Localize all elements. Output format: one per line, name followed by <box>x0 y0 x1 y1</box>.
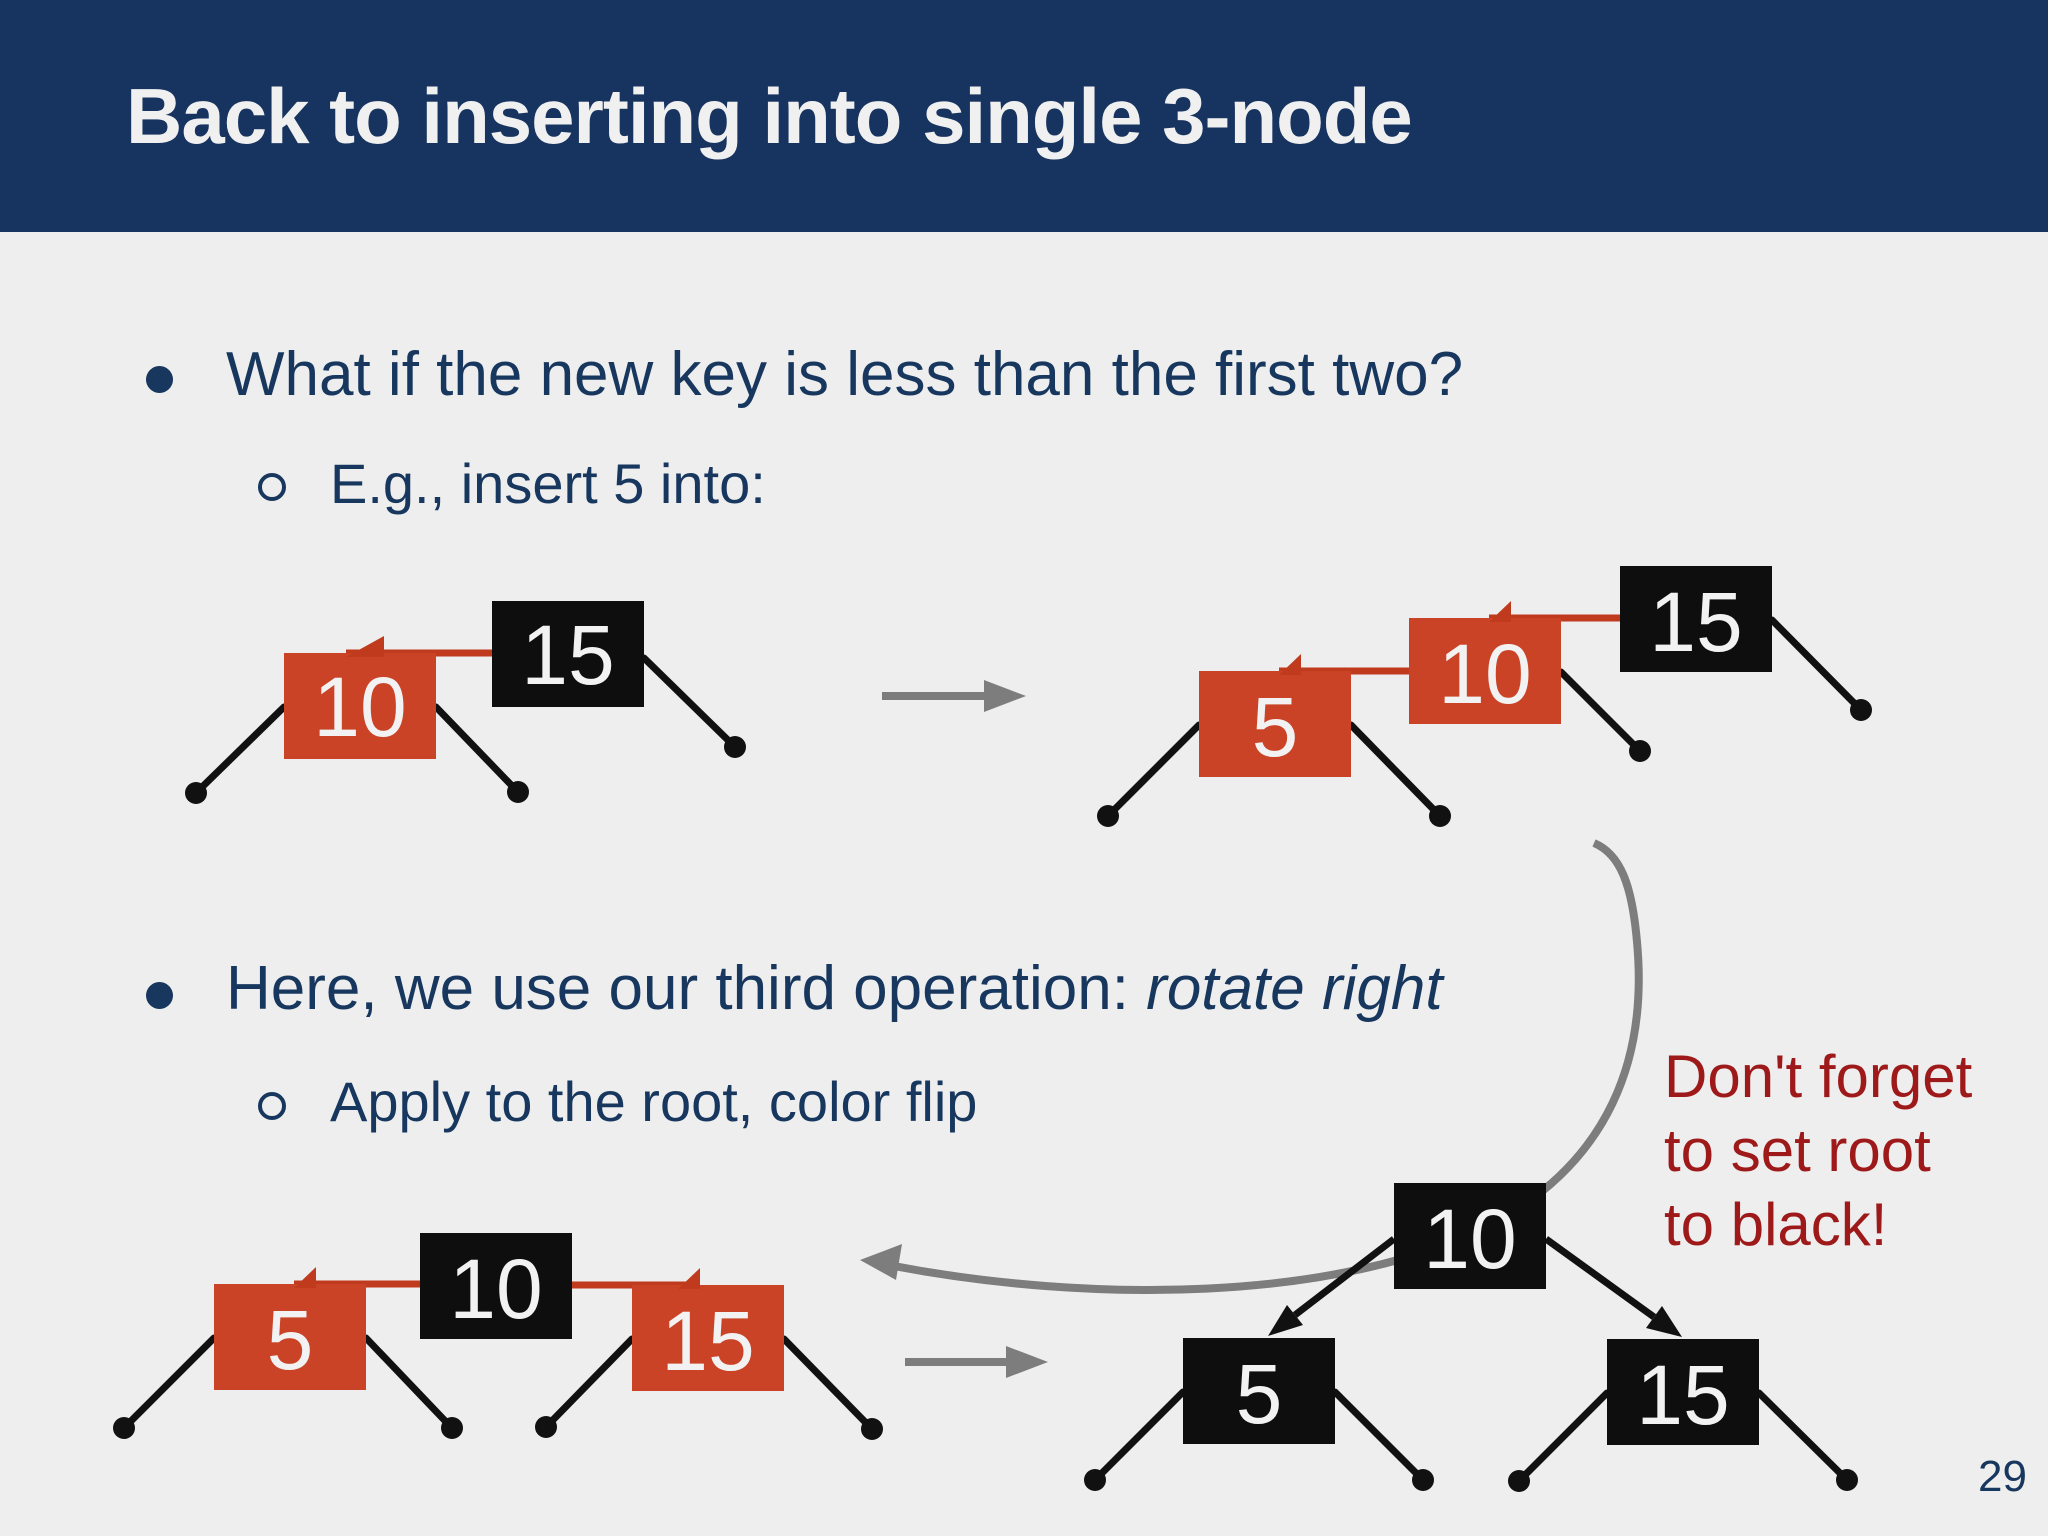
tree4-node-15 <box>1607 1339 1759 1445</box>
tree4-node-5 <box>1183 1338 1335 1444</box>
slide-title: Back to inserting into single 3-node <box>126 71 1413 160</box>
tree3-node-10 <box>420 1233 572 1339</box>
bullet2-text: Here, we use our third operation: rotate… <box>226 952 1443 1026</box>
tree2-node-10 <box>1409 618 1561 724</box>
tree2-red-link-arrow-5-icon <box>1279 654 1301 675</box>
bullet1-sub-circle <box>258 473 286 501</box>
page-number: 29 <box>1978 1452 2027 1501</box>
tree4-node-10 <box>1394 1183 1546 1289</box>
tree4-child-link-5-icon <box>1268 1236 1397 1336</box>
tree2-node-10-label: 10 <box>1438 627 1531 721</box>
tree4-node-15-label: 15 <box>1636 1348 1729 1442</box>
warning-note: Don't forget to set root to black! <box>1664 1040 1972 1262</box>
tree2: 5 10 15 <box>1097 566 1872 827</box>
tree2-node-5 <box>1199 671 1351 777</box>
tree3-node-5 <box>214 1284 366 1390</box>
tree1: 10 15 <box>185 601 746 804</box>
tree4-nil-links <box>1084 1388 1858 1492</box>
transition-arrow-2-icon <box>905 1346 1048 1378</box>
tree1-red-link-arrow-icon <box>346 636 384 657</box>
tree2-red-link-arrow-10-icon <box>1489 601 1511 622</box>
tree3-node-10-label: 10 <box>449 1242 542 1336</box>
bullet1-text: What if the new key is less than the fir… <box>226 340 1464 409</box>
warning-note-line3: to black! <box>1664 1191 1888 1258</box>
warning-note-line2: to set root <box>1664 1117 1931 1184</box>
bullet2-sub-text: Apply to the root, color flip <box>330 1070 978 1133</box>
bullet2-emphasis: rotate right <box>1146 954 1443 1023</box>
bullet2-prefix: Here, we use our third operation: <box>226 954 1147 1023</box>
tree1-node-15-label: 15 <box>521 608 614 702</box>
tree3-node-15-label: 15 <box>661 1294 754 1388</box>
tree3-nil-links <box>113 1334 883 1440</box>
tree1-node-10 <box>284 653 436 759</box>
tree1-nil-links <box>185 654 746 804</box>
slide-header: Back to inserting into single 3-node <box>0 0 2048 232</box>
tree4-node-5-label: 5 <box>1236 1347 1283 1441</box>
bullet1-sub-text: E.g., insert 5 into: <box>330 452 766 515</box>
bullet2-sub-circle <box>258 1092 286 1120</box>
tree3: 5 10 15 <box>113 1233 883 1440</box>
tree1-node-10-label: 10 <box>313 660 406 754</box>
tree3-node-5-label: 5 <box>267 1293 314 1387</box>
tree3-red-link-arrow-15-icon <box>678 1268 700 1289</box>
tree2-node-15-label: 15 <box>1649 575 1742 669</box>
warning-note-line1: Don't forget <box>1664 1043 1973 1110</box>
tree3-red-link-arrow-5-icon <box>294 1267 316 1288</box>
bullet1-dot <box>146 366 173 393</box>
tree2-nil-links <box>1097 616 1872 827</box>
bullet2-dot <box>146 982 173 1009</box>
tree3-node-15 <box>632 1285 784 1391</box>
tree2-node-5-label: 5 <box>1252 680 1299 774</box>
tree4: 10 5 15 <box>1084 1183 1858 1492</box>
tree4-child-link-15-icon <box>1543 1236 1682 1337</box>
tree4-node-10-label: 10 <box>1423 1192 1516 1286</box>
tree1-node-15 <box>492 601 644 707</box>
tree2-node-15 <box>1620 566 1772 672</box>
transition-arrow-1-icon <box>882 680 1026 712</box>
